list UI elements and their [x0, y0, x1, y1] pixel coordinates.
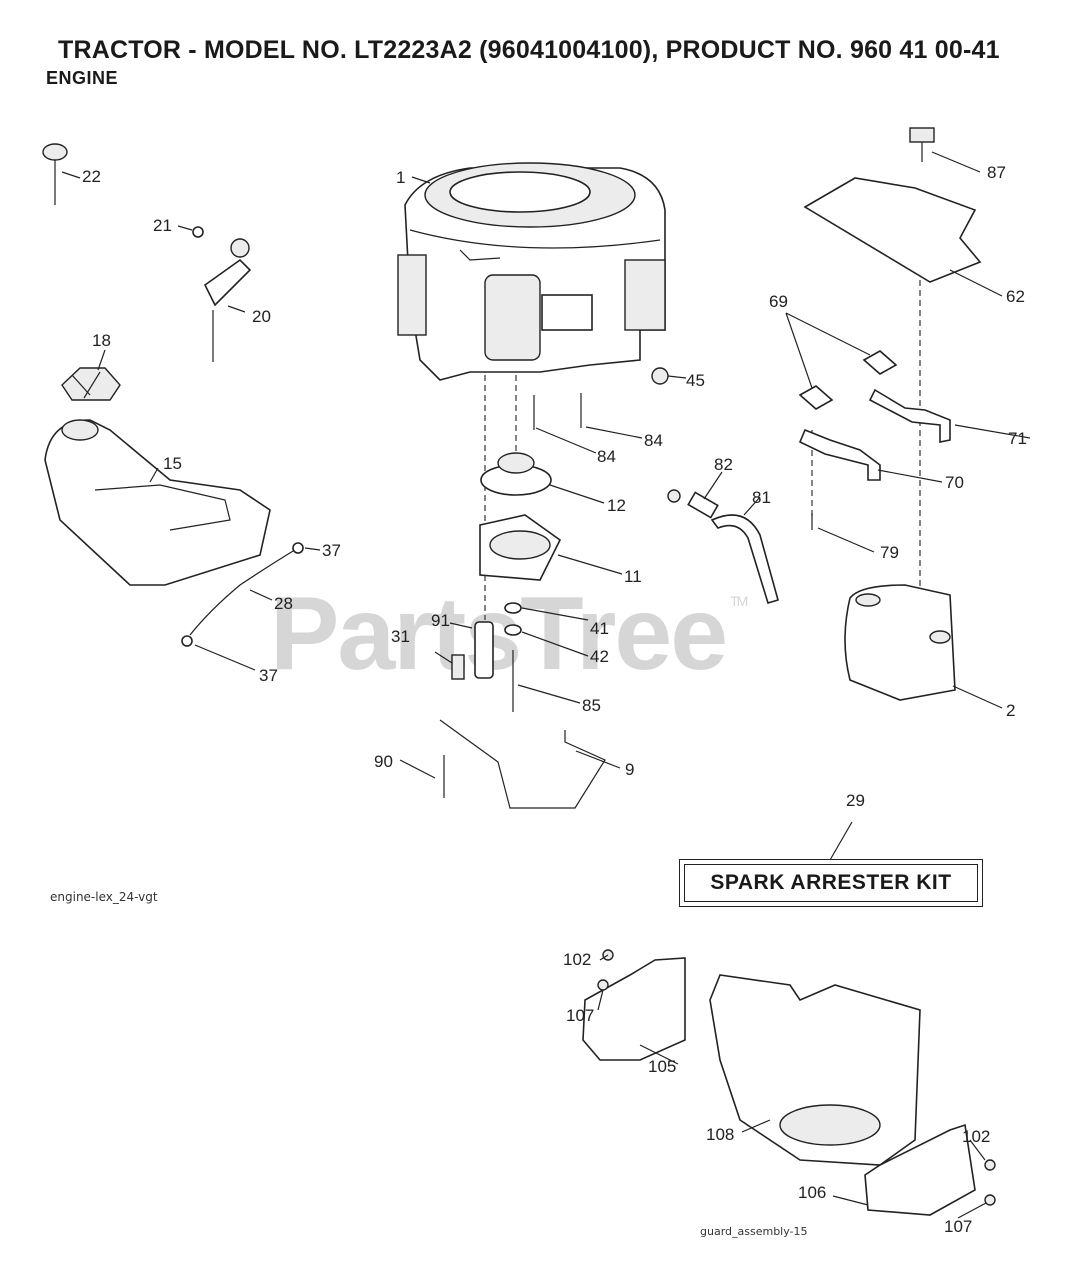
callout-22: 22	[82, 167, 101, 186]
callout-20: 20	[252, 307, 271, 326]
callout-70: 70	[945, 473, 964, 492]
guard-opening	[779, 1104, 881, 1146]
callout-1: 1	[396, 168, 405, 187]
callout-82: 82	[714, 455, 733, 474]
callout-81: 81	[752, 488, 771, 507]
spark-arrester-kit-box[interactable]: SPARK ARRESTER KIT	[679, 859, 983, 907]
washer-part-41[interactable]	[504, 602, 522, 614]
callout-15: 15	[163, 454, 182, 473]
callout-102b: 102	[962, 1127, 990, 1146]
callout-106: 106	[798, 1183, 826, 1202]
guard-drawing-code: guard_assembly-15	[700, 1225, 808, 1238]
callout-91: 91	[431, 611, 450, 630]
callout-41: 41	[590, 619, 609, 638]
callout-69: 69	[769, 292, 788, 311]
callout-9: 9	[625, 760, 634, 779]
callout-37a: 37	[322, 541, 341, 560]
fuel-tank-part-15[interactable]	[44, 419, 271, 586]
screw-part-107a[interactable]	[597, 979, 609, 991]
callout-37b: 37	[259, 666, 278, 685]
callout-2: 2	[1006, 701, 1015, 720]
section-subtitle: ENGINE	[46, 68, 119, 88]
callout-21: 21	[153, 216, 172, 235]
callout-84b: 84	[644, 431, 663, 450]
muffler-part-2[interactable]	[844, 584, 956, 701]
screw-part-107b[interactable]	[984, 1194, 996, 1206]
throttle-bracket-part-20[interactable]	[192, 226, 252, 362]
callout-12: 12	[607, 496, 626, 515]
fuel-line-part-28[interactable]	[189, 547, 299, 636]
page-title: TRACTOR - MODEL NO. LT2223A2 (9604100410…	[58, 36, 1000, 64]
callout-105: 105	[648, 1057, 676, 1076]
screw-part-102b[interactable]	[984, 1159, 996, 1171]
exhaust-pipe-part-70[interactable]	[798, 428, 881, 481]
fitting-part-82[interactable]	[667, 489, 719, 519]
engine-drawing-code: engine-lex_24-vgt	[50, 890, 158, 904]
guard-plate-part-106[interactable]	[864, 1123, 976, 1216]
callout-85: 85	[582, 696, 601, 715]
bolt-part-87[interactable]	[909, 127, 935, 162]
callout-90: 90	[374, 752, 393, 771]
pulley-part-12[interactable]	[480, 452, 552, 496]
clamp-part-37a[interactable]	[292, 542, 304, 554]
gasket-part-69a[interactable]	[798, 385, 834, 410]
nut-part-45[interactable]	[651, 367, 669, 385]
callout-62: 62	[1006, 287, 1025, 306]
fuel-cap-part-18[interactable]	[61, 367, 121, 401]
callout-108: 108	[706, 1125, 734, 1144]
spring-part-31[interactable]	[451, 654, 465, 680]
rod-part-9[interactable]	[439, 719, 606, 809]
hose-part-81[interactable]	[710, 514, 779, 604]
clamp-part-37b[interactable]	[181, 635, 193, 647]
callout-79: 79	[880, 543, 899, 562]
callout-107b: 107	[944, 1217, 972, 1236]
leader-lines	[61, 151, 1031, 1219]
callout-84a: 84	[597, 447, 616, 466]
callout-11: 11	[624, 567, 642, 586]
clutch-part-11[interactable]	[479, 514, 562, 581]
callout-87: 87	[987, 163, 1006, 182]
callout-107a: 107	[566, 1006, 594, 1025]
callout-18: 18	[92, 331, 111, 350]
heat-shield-part-62[interactable]	[803, 177, 982, 283]
exhaust-pipe-part-71[interactable]	[868, 388, 951, 443]
callout-42: 42	[590, 647, 609, 666]
spacer-part-91[interactable]	[474, 621, 494, 679]
callout-31: 31	[391, 627, 410, 646]
callout-28: 28	[274, 594, 293, 613]
washer-part-42[interactable]	[504, 624, 522, 636]
callout-29: 29	[846, 791, 865, 810]
guard-plate-part-105[interactable]	[582, 957, 686, 1061]
gasket-part-69b[interactable]	[862, 350, 898, 375]
engine-part-1[interactable]	[397, 162, 666, 381]
callout-45: 45	[686, 371, 705, 390]
dipstick-part-22[interactable]	[42, 143, 68, 205]
callout-71: 71	[1008, 429, 1027, 448]
callout-102a: 102	[563, 950, 591, 969]
